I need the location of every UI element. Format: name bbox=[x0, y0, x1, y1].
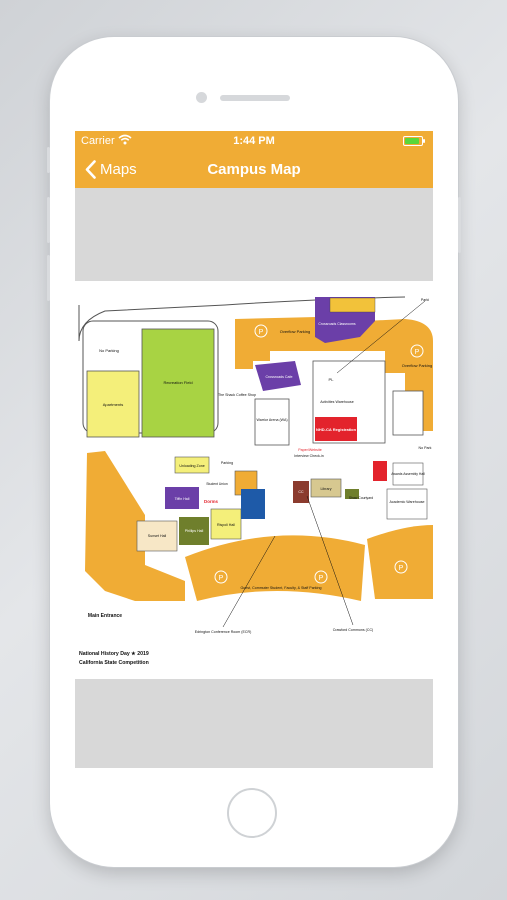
rispoli-hall bbox=[210, 508, 242, 540]
cc-label: CC bbox=[298, 490, 304, 494]
overflow-parking-right-label: Overflow Parking bbox=[402, 363, 432, 368]
volume-up-button bbox=[47, 197, 50, 243]
interview-check-in-label: Interview Check-in bbox=[294, 454, 324, 458]
warrior-arena bbox=[254, 398, 290, 446]
parking-letter-right: P bbox=[415, 349, 420, 356]
green-building bbox=[345, 489, 359, 499]
nhd-ca-registration-label: NHD-CA Registration bbox=[316, 427, 357, 432]
academic-warehouse-label: Academic Warehouse bbox=[389, 500, 424, 504]
crossroads-classrooms-label: Crossroads Classrooms bbox=[318, 322, 356, 326]
activities-warehouse-label: Activities Warehouse bbox=[320, 400, 353, 404]
rispoli-hall-label: Rispoli Hall bbox=[217, 523, 235, 527]
crawford-commons-label: Crawford Commons (CC) bbox=[333, 628, 374, 632]
carrier-label: Carrier bbox=[81, 135, 115, 147]
library-label: Library bbox=[321, 487, 332, 491]
battery-icon bbox=[403, 136, 425, 146]
east-parking-lot bbox=[367, 525, 433, 599]
right-warehouse-box bbox=[392, 390, 424, 436]
front-camera bbox=[196, 92, 207, 103]
leader-line-edrington bbox=[222, 535, 276, 628]
home-button[interactable] bbox=[227, 788, 277, 838]
awards-assembly-hall-label: Awards Assembly Hall bbox=[391, 472, 425, 476]
footer-line-1: National History Day ★ 2019 bbox=[79, 651, 149, 657]
parking-icon-east bbox=[394, 560, 408, 574]
library-building bbox=[310, 478, 342, 498]
unloading-zone bbox=[174, 456, 210, 474]
phillips-hall bbox=[179, 517, 209, 545]
parking-letter-top: P bbox=[259, 329, 264, 336]
apartments-label: Apartments bbox=[103, 402, 123, 407]
recreation-field bbox=[141, 328, 215, 438]
shaw-courtyard-label: Shaw Courtyard bbox=[349, 496, 373, 500]
paper-website-label: Paper/Website bbox=[298, 448, 322, 452]
parking-letter-bottom-right: P bbox=[319, 575, 324, 582]
parking-icon-top bbox=[254, 324, 268, 338]
power-button bbox=[458, 197, 461, 253]
guest-parking-label: Guest, Commuter Student, Faculty, & Staf… bbox=[241, 586, 322, 590]
tiffin-hall-label: Tiffin Hall bbox=[175, 497, 190, 501]
no-parking-label: No Parking bbox=[99, 348, 119, 353]
academic-warehouse bbox=[386, 488, 428, 520]
phone-frame: Carrier 1:44 PM Maps Campus Map bbox=[47, 37, 461, 867]
clock: 1:44 PM bbox=[233, 135, 275, 147]
parking-icon-bottom-left bbox=[214, 570, 228, 584]
unloading-zone-label: Unloading Zone bbox=[179, 464, 204, 468]
sunset-hall bbox=[136, 520, 178, 552]
mute-switch bbox=[47, 147, 50, 173]
parking-small-label: Parking bbox=[221, 461, 233, 465]
status-bar: Carrier 1:44 PM bbox=[75, 131, 433, 151]
awards-assembly-hall-red bbox=[373, 461, 387, 481]
sunset-hall-label: Sunset Hall bbox=[148, 534, 167, 538]
screen: Carrier 1:44 PM Maps Campus Map bbox=[75, 131, 433, 768]
pl-label: PL bbox=[329, 377, 335, 382]
crossroads-cafe bbox=[255, 361, 301, 391]
guest-parking-lot bbox=[185, 535, 365, 601]
the-shack-label: The Shack Coffee Shop bbox=[218, 393, 256, 397]
parking-icon-bottom-right bbox=[314, 570, 328, 584]
parking-right-label: Parki bbox=[421, 298, 429, 302]
leader-line-crawford bbox=[306, 495, 354, 626]
tiffin-hall bbox=[165, 487, 199, 509]
wifi-icon bbox=[118, 134, 132, 145]
page-title: Campus Map bbox=[207, 161, 301, 178]
footer-line-2: California State Competition bbox=[79, 660, 149, 666]
classroom-labels-strip bbox=[329, 297, 376, 313]
parking-letter-bottom-left: P bbox=[219, 575, 224, 582]
earpiece-speaker bbox=[220, 95, 290, 101]
campus-map[interactable]: Apartments No Parking Recreation Field P… bbox=[75, 281, 433, 679]
edrington-label: Edrington Conference Room (ECR) bbox=[195, 630, 252, 634]
back-button[interactable]: Maps bbox=[85, 158, 137, 180]
parking-letter-east: P bbox=[399, 565, 404, 572]
main-entrance-label: Main Entrance bbox=[88, 613, 122, 619]
apartments-building bbox=[86, 370, 140, 438]
leader-line-registration bbox=[336, 300, 426, 374]
west-campus-orange bbox=[85, 451, 185, 601]
overflow-parking-top bbox=[235, 317, 433, 431]
recreation-field-label: Recreation Field bbox=[163, 380, 192, 385]
volume-down-button bbox=[47, 255, 50, 301]
warrior-arena-label: Warrior Arena (WA) bbox=[256, 418, 287, 422]
no-parking-right-label: No Park bbox=[419, 446, 432, 450]
back-label: Maps bbox=[100, 160, 137, 178]
phillips-hall-label: Phillips Hall bbox=[185, 529, 204, 533]
dorms-label: Dorms bbox=[204, 499, 218, 504]
chevron-left-icon bbox=[85, 159, 96, 179]
nhd-ca-registration-box bbox=[315, 417, 357, 441]
crossroads-cafe-label: Crossroads Cafe bbox=[266, 375, 293, 379]
parking-icon-right bbox=[410, 344, 424, 358]
blue-hall bbox=[241, 489, 265, 519]
student-union-label: Student Union bbox=[206, 482, 228, 486]
cc-building bbox=[293, 481, 309, 503]
awards-assembly-hall bbox=[392, 462, 424, 486]
navigation-bar: Maps Campus Map bbox=[75, 151, 433, 188]
overflow-parking-label: Overflow Parking bbox=[280, 329, 310, 334]
